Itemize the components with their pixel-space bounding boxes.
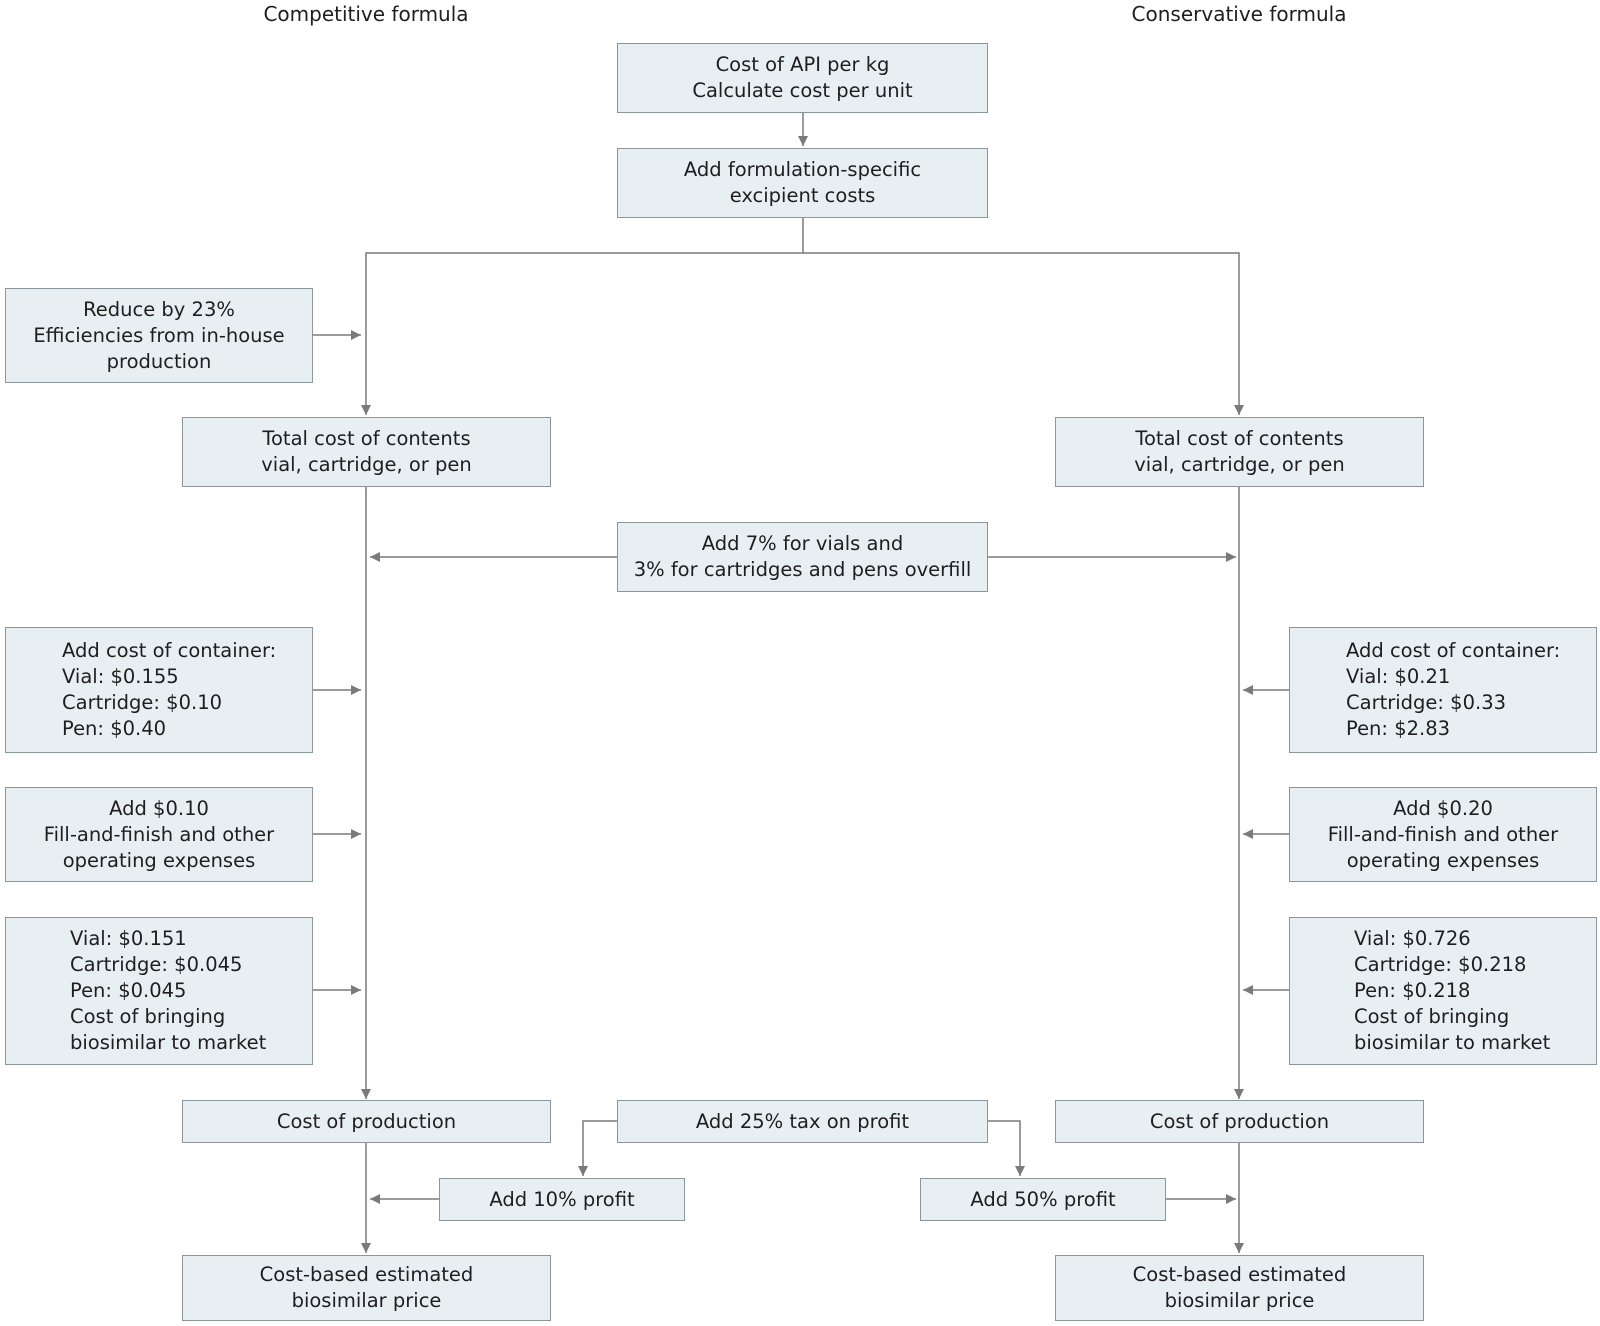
header-competitive-formula: Competitive formula <box>263 2 469 26</box>
box-line: Cartridge: $0.10 <box>62 691 223 714</box>
box-line: Add cost of container: <box>62 639 277 662</box>
box-line: biosimilar to market <box>1354 1031 1551 1054</box>
box-conservative-cost-of-production: Cost of production <box>1055 1100 1424 1143</box>
header-conservative-formula: Conservative formula <box>1131 2 1347 26</box>
box-conservative-price: Cost-based estimated biosimilar price <box>1055 1255 1424 1321</box>
box-competitive-price: Cost-based estimated biosimilar price <box>182 1255 551 1321</box>
box-competitive-cost-of-production: Cost of production <box>182 1100 551 1143</box>
box-line: Cost of bringing <box>70 1005 226 1028</box>
box-competitive-fill-finish: Add $0.10 Fill-and-finish and other oper… <box>5 787 313 882</box>
arrow-tax-left <box>578 1120 617 1176</box>
box-line: Add $0.10 <box>109 796 209 820</box>
box-line: Add formulation-specific <box>683 158 922 181</box>
box-line: Cost of production <box>1149 1109 1330 1133</box>
box-line: Vial: $0.155 <box>62 665 179 688</box>
box-tax-on-profit: Add 25% tax on profit <box>617 1100 988 1143</box>
box-line: Cost of API per kg <box>715 53 890 76</box>
box-competitive-market-cost: Vial: $0.151 Cartridge: $0.045 Pen: $0.0… <box>5 917 313 1065</box>
box-line: Add 10% profit <box>489 1187 635 1211</box>
box-competitive-total-cost: Total cost of contents vial, cartridge, … <box>182 417 551 487</box>
box-line: Cartridge: $0.045 <box>70 953 243 976</box>
box-line: operating expenses <box>1346 848 1540 872</box>
box-line: Add 7% for vials and <box>701 532 904 555</box>
box-competitive-container-cost: Add cost of container: Vial: $0.155 Cart… <box>5 627 313 753</box>
box-line: Add cost of container: <box>1346 639 1561 662</box>
arrow-to-conservative-total <box>803 252 1244 415</box>
box-line: Pen: $0.045 <box>70 979 187 1002</box>
box-competitive-profit: Add 10% profit <box>439 1178 685 1221</box>
box-conservative-fill-finish: Add $0.20 Fill-and-finish and other oper… <box>1289 787 1597 882</box>
box-line: Cartridge: $0.218 <box>1354 953 1527 976</box>
box-line: operating expenses <box>62 848 256 872</box>
box-conservative-profit: Add 50% profit <box>920 1178 1166 1221</box>
box-line: Cost of production <box>276 1109 457 1133</box>
box-line: Cost-based estimated <box>1132 1263 1347 1286</box>
box-line: Fill-and-finish and other <box>1327 822 1559 846</box>
box-excipient-costs: Add formulation-specific excipient costs <box>617 148 988 218</box>
box-line: vial, cartridge, or pen <box>261 453 472 476</box>
box-line: Efficiencies from in-house <box>33 323 285 347</box>
box-api-cost: Cost of API per kg Calculate cost per un… <box>617 43 988 113</box>
box-line: Pen: $2.83 <box>1346 717 1451 740</box>
box-line: Cartridge: $0.33 <box>1346 691 1507 714</box>
box-line: Add $0.20 <box>1393 796 1493 820</box>
box-line: Vial: $0.726 <box>1354 927 1471 950</box>
box-line: Total cost of contents <box>262 427 471 450</box>
box-line: Total cost of contents <box>1135 427 1344 450</box>
arrow-tax-right <box>988 1120 1025 1176</box>
box-line: biosimilar price <box>291 1289 442 1312</box>
box-conservative-container-cost: Add cost of container: Vial: $0.21 Cartr… <box>1289 627 1597 753</box>
box-line: Pen: $0.40 <box>62 717 167 740</box>
box-conservative-market-cost: Vial: $0.726 Cartridge: $0.218 Pen: $0.2… <box>1289 917 1597 1065</box>
box-line: biosimilar to market <box>70 1031 267 1054</box>
box-competitive-reduce: Reduce by 23% Efficiencies from in-house… <box>5 288 313 383</box>
box-line: Vial: $0.21 <box>1346 665 1451 688</box>
box-line: vial, cartridge, or pen <box>1134 453 1345 476</box>
box-line: Add 25% tax on profit <box>695 1109 910 1133</box>
box-line: Calculate cost per unit <box>692 79 913 102</box>
box-line: 3% for cartridges and pens overfill <box>633 558 972 581</box>
box-line: Cost-based estimated <box>259 1263 474 1286</box>
box-line: Reduce by 23% <box>83 297 235 321</box>
box-line: Fill-and-finish and other <box>43 822 275 846</box>
box-line: excipient costs <box>729 184 876 207</box>
box-line: Add 50% profit <box>970 1187 1116 1211</box>
box-conservative-total-cost: Total cost of contents vial, cartridge, … <box>1055 417 1424 487</box>
box-line: biosimilar price <box>1164 1289 1315 1312</box>
box-line: Cost of bringing <box>1354 1005 1510 1028</box>
arrow-to-competitive-total <box>361 218 804 415</box>
box-line: production <box>106 349 212 373</box>
box-line: Pen: $0.218 <box>1354 979 1471 1002</box>
box-overfill: Add 7% for vials and 3% for cartridges a… <box>617 522 988 592</box>
box-line: Vial: $0.151 <box>70 927 187 950</box>
